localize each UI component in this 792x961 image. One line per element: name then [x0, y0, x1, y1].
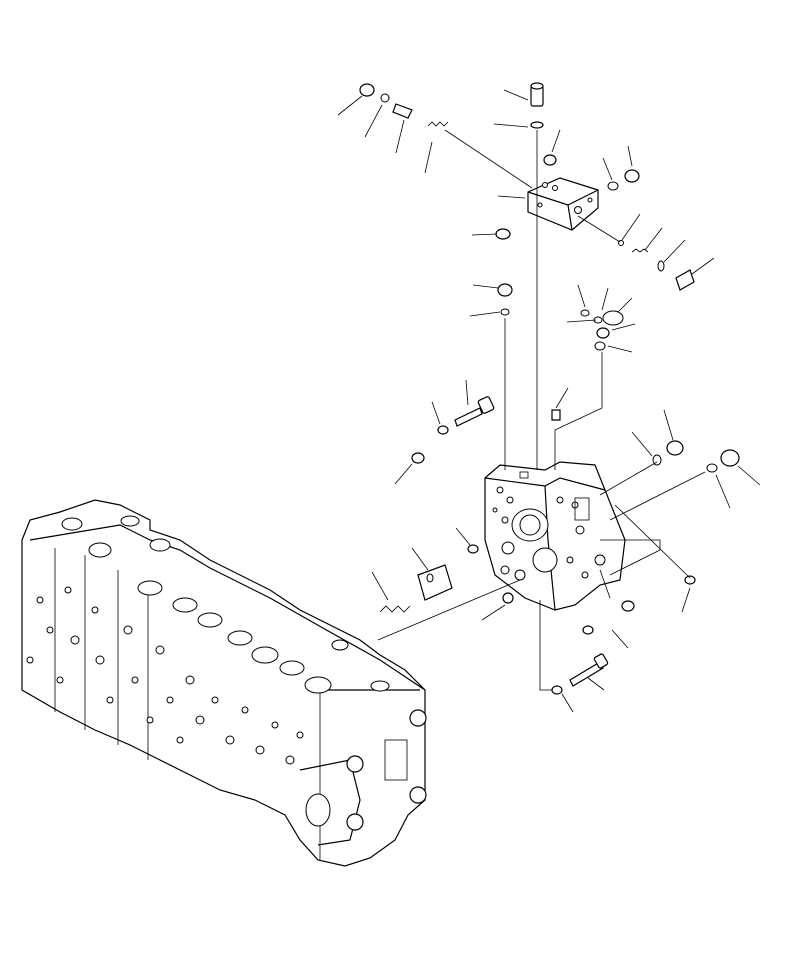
small-parts [359, 82, 740, 695]
leader-lines [337, 89, 761, 713]
plug [411, 452, 425, 464]
top-bolt [530, 82, 544, 129]
spool-spring [377, 564, 521, 641]
plug [624, 169, 640, 183]
main-valve-body [21, 499, 427, 867]
upper-valve-block [527, 177, 599, 231]
plug [582, 625, 594, 635]
plug [495, 228, 511, 240]
plug [621, 600, 635, 612]
valve-section-block [484, 461, 626, 611]
long-bolt [437, 396, 495, 435]
plug [543, 154, 557, 166]
bottom-bolt [539, 600, 609, 695]
plug [684, 575, 696, 585]
plug [502, 592, 514, 604]
plug [467, 544, 479, 554]
seal-cluster [554, 309, 624, 470]
o-ring [607, 181, 619, 191]
relief-valve-set [359, 83, 533, 189]
plug [551, 409, 561, 421]
